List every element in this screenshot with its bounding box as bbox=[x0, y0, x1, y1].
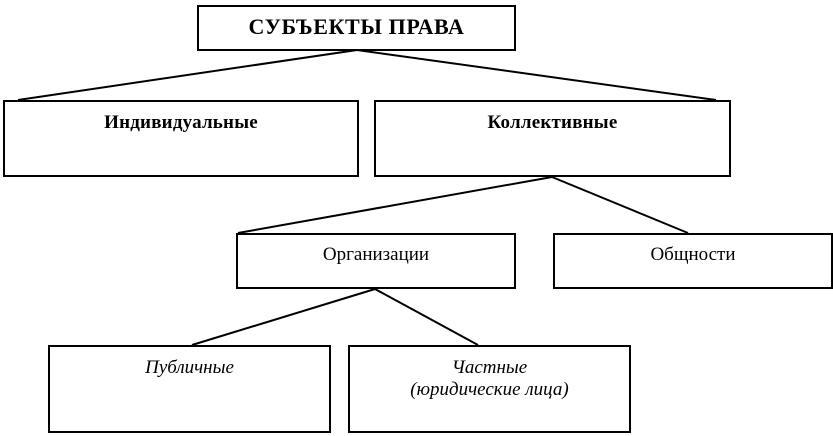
node-communities[interactable]: Общности bbox=[553, 233, 833, 289]
node-label-public: Публичные bbox=[145, 357, 234, 378]
edge-root-to-collective bbox=[356, 49, 717, 101]
node-private[interactable]: Частные (юридические лица) bbox=[348, 345, 631, 433]
edge-organizations-to-public bbox=[191, 288, 376, 346]
node-public[interactable]: Публичные bbox=[48, 345, 331, 433]
node-organizations[interactable]: Организации bbox=[236, 233, 516, 289]
node-label-individual: Индивидуальные bbox=[104, 112, 258, 133]
node-label-collective: Коллективные bbox=[487, 112, 618, 133]
node-collective[interactable]: Коллективные bbox=[374, 100, 731, 177]
node-label-communities: Общности bbox=[650, 244, 736, 265]
node-label-root: СУБЪЕКТЫ ПРАВА bbox=[248, 14, 465, 39]
edge-collective-to-organizations bbox=[237, 176, 553, 234]
edge-collective-to-communities bbox=[551, 176, 689, 234]
node-subjects-of-law[interactable]: СУБЪЕКТЫ ПРАВА bbox=[197, 5, 516, 51]
edge-organizations-to-private bbox=[374, 288, 479, 346]
node-label-private: Частные (юридические лица) bbox=[410, 357, 569, 401]
node-individual[interactable]: Индивидуальные bbox=[3, 100, 359, 177]
edge-root-to-individual bbox=[17, 49, 358, 101]
node-label-organizations: Организации bbox=[322, 244, 430, 265]
